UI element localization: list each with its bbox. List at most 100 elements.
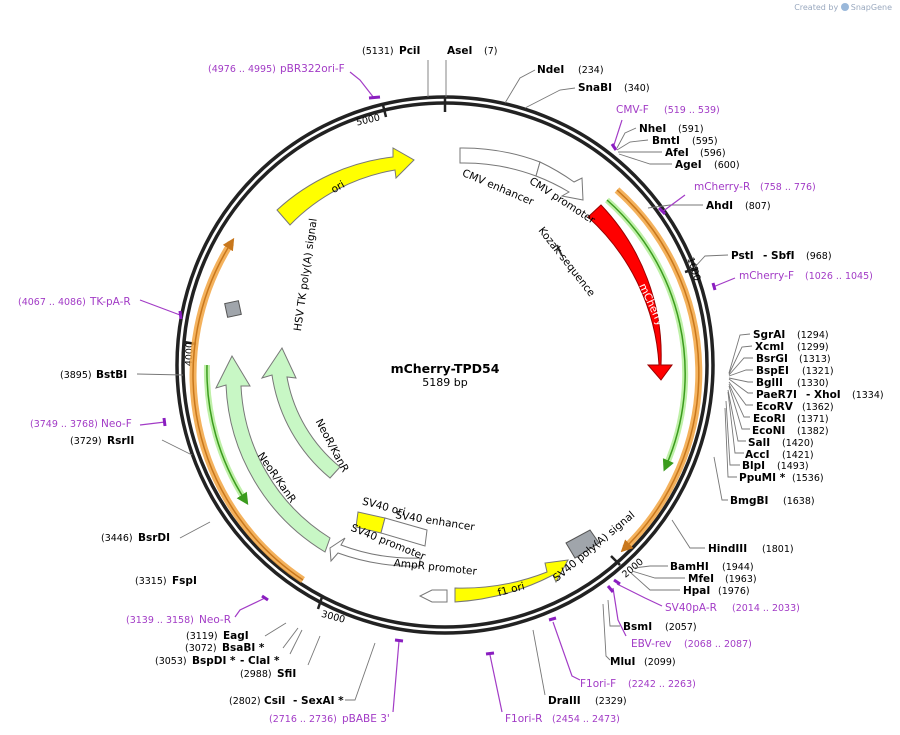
credit-prefix: Created by — [794, 3, 839, 12]
site-mlui: MluI — [610, 656, 635, 668]
site-clai: - ClaI * — [240, 655, 280, 667]
site-ahdi: AhdI — [706, 200, 733, 212]
site-bmgbi: BmgBI — [730, 495, 768, 507]
site-bsrgi-num: (1313) — [799, 354, 831, 365]
site-mfei: MfeI — [688, 573, 714, 585]
site-sexai: - SexAI * — [293, 695, 344, 707]
ori-feature — [276, 147, 415, 226]
primer-pbr322ori-f: pBR322ori-F — [280, 63, 345, 75]
site-agei: AgeI — [675, 159, 702, 171]
site-snabi-num: (340) — [624, 83, 650, 94]
site-bglii-num: (1330) — [797, 378, 829, 389]
site-csii-num: (2802) — [229, 696, 261, 707]
site-rsrii-num: (3729) — [70, 436, 102, 447]
site-bmgbi-num: (1638) — [783, 496, 815, 507]
site-sfii-num: (2988) — [240, 669, 272, 680]
kozak-feature — [556, 244, 563, 257]
site-acci: AccI — [745, 449, 769, 461]
site-ecorv: EcoRV — [756, 401, 794, 413]
site-bamhi: BamHI — [670, 561, 709, 573]
site-bstbi: BstBI — [96, 369, 127, 381]
site-bspdi-num: (3053) — [155, 656, 187, 667]
primer-sv40pa-r-range: (2014 .. 2033) — [732, 603, 800, 614]
site-pcii-num: (5131) — [362, 46, 394, 57]
cmv-enhancer-label: CMV enhancer — [460, 167, 536, 208]
site-pcii: PciI — [399, 45, 420, 57]
primer-cmv-f-range: (519 .. 539) — [664, 105, 720, 116]
site-econi: EcoNI — [752, 425, 785, 437]
site-sgrai-num: (1294) — [797, 330, 829, 341]
site-sbfi-num: (968) — [806, 251, 832, 262]
site-sgrai: SgrAI — [753, 329, 785, 341]
ori-label: ori — [329, 179, 347, 196]
site-ndei: NdeI — [537, 64, 564, 76]
site-sali: SalI — [748, 437, 770, 449]
site-hpai: HpaI — [683, 585, 710, 597]
primer-markers — [139, 71, 736, 713]
site-bsrdi: BsrDI — [138, 532, 170, 544]
primer-mcherry-r: mCherry-R — [694, 181, 750, 193]
hsv-tk-polya-feature — [224, 300, 242, 318]
tick-4000: 4000 — [184, 342, 196, 367]
site-paer7i: PaeR7I — [756, 389, 797, 401]
site-bsabi-num: (3072) — [185, 643, 217, 654]
primer-f1ori-f-range: (2242 .. 2263) — [628, 679, 696, 690]
primer-neo-f-range: (3749 .. 3768) — [30, 419, 98, 430]
tick-2000-mark — [610, 555, 621, 566]
site-afei-num: (596) — [700, 148, 726, 159]
primer-tk-pa-r-range: (4067 .. 4086) — [18, 297, 86, 308]
site-leader-lines — [136, 60, 753, 701]
site-ppumi: PpuMI * — [739, 472, 786, 484]
site-snabi: SnaBI — [578, 82, 612, 94]
site-psti: PstI — [731, 250, 754, 262]
primer-neo-r: Neo-R — [199, 614, 231, 626]
cmv-promoter-feature — [535, 161, 584, 201]
neo-orange-arc-core — [192, 237, 304, 581]
primer-tk-pa-r: TK-pA-R — [89, 296, 131, 308]
site-hpai-num: (1976) — [718, 586, 750, 597]
site-rsrii: RsrII — [107, 435, 134, 447]
site-ecori: EcoRI — [753, 413, 786, 425]
site-mlui-num: (2099) — [644, 657, 676, 668]
primer-mcherry-f-range: (1026 .. 1045) — [805, 271, 873, 282]
site-bsmi: BsmI — [623, 621, 652, 633]
site-xcmi: XcmI — [755, 341, 784, 353]
sv40-enhancer-feature — [380, 517, 428, 547]
primer-ticks — [162, 95, 717, 656]
site-bsabi: BsaBI * — [222, 642, 265, 654]
site-bamhi-num: (1944) — [722, 562, 754, 573]
neor-outer-feature — [215, 354, 331, 553]
primer-f1ori-r: F1ori-R — [505, 713, 542, 725]
site-bsrdi-num: (3446) — [101, 533, 133, 544]
site-eagi-num: (3119) — [186, 631, 218, 642]
tick-1000-mark — [684, 266, 699, 274]
site-ndei-num: (234) — [578, 65, 604, 76]
site-bspei-num: (1321) — [802, 366, 834, 377]
site-bsmi-num: (2057) — [665, 622, 697, 633]
site-bglii: BglII — [756, 377, 783, 389]
site-csii: CsiI — [264, 695, 285, 707]
primer-mcherry-r-range: (758 .. 776) — [760, 182, 816, 193]
hsv-tk-label: HSV TK poly(A) signal — [292, 218, 320, 332]
site-xcmi-num: (1299) — [797, 342, 829, 353]
primer-pbabe3: pBABE 3' — [342, 713, 390, 725]
site-hindiii: HindIII — [708, 543, 747, 555]
sv40-polya-feature — [565, 529, 600, 559]
tick-2000: 2000 — [620, 556, 646, 580]
site-bsrgi: BsrGI — [756, 353, 788, 365]
primer-ebv-rev: EBV-rev — [631, 638, 672, 650]
site-econi-num: (1382) — [797, 426, 829, 437]
site-bspdi: BspDI * — [192, 655, 236, 667]
site-nhei: NheI — [639, 123, 666, 135]
site-mfei-num: (1963) — [725, 574, 757, 585]
site-draiii-num: (2329) — [595, 696, 627, 707]
site-blpi-num: (1493) — [777, 461, 809, 472]
primer-f1ori-r-range: (2454 .. 2473) — [552, 714, 620, 725]
sv40-promoter-feature — [329, 537, 421, 567]
site-bmti: BmtI — [652, 135, 680, 147]
primer-pbr322ori-f-range: (4976 .. 4995) — [208, 64, 276, 75]
site-bstbi-num: (3895) — [60, 370, 92, 381]
ampr-promoter-label: AmpR promoter — [393, 557, 478, 578]
site-bmti-num: (595) — [692, 136, 718, 147]
